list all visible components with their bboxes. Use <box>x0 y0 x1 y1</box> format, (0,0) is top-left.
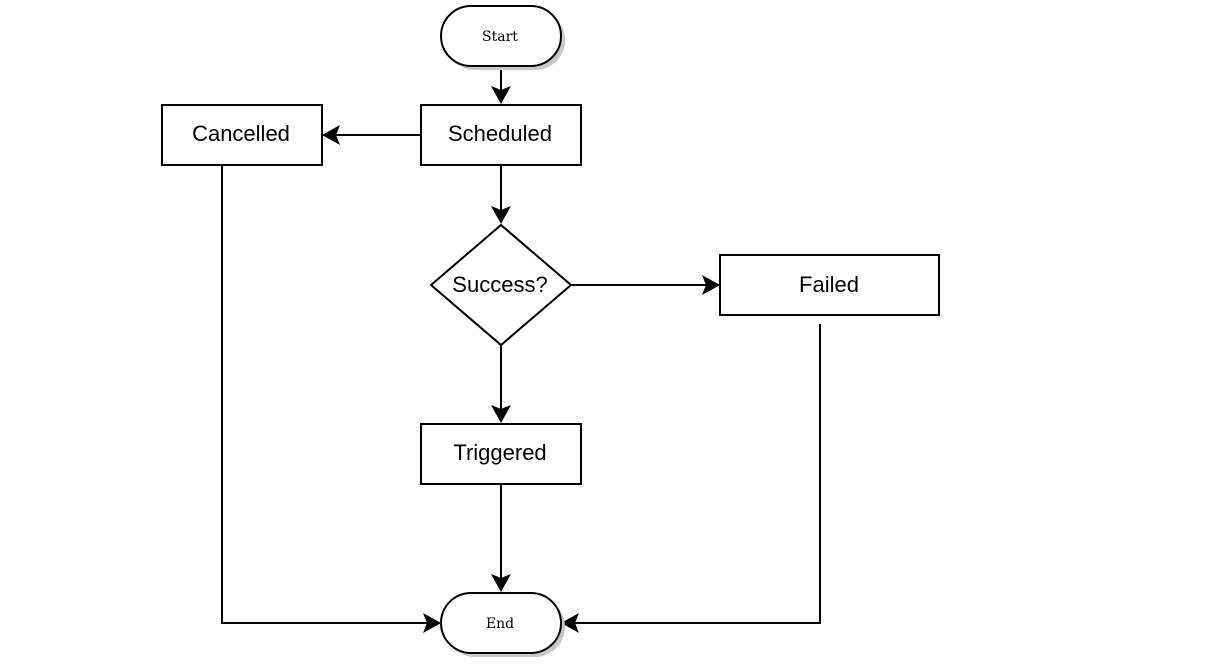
node-start[interactable]: Start <box>440 5 565 70</box>
edge-scheduled-to-cancelled <box>322 125 421 145</box>
node-triggered-label: Triggered <box>453 440 546 465</box>
node-end-label: End <box>486 616 514 632</box>
edge-success-to-triggered <box>491 345 511 423</box>
node-failed-label: Failed <box>799 272 859 297</box>
node-success-decision[interactable]: Success? <box>429 223 573 347</box>
edge-start-to-scheduled <box>491 66 511 104</box>
node-success-label: Success? <box>452 272 547 297</box>
edge-triggered-to-end <box>491 484 511 592</box>
edge-failed-to-end <box>561 324 821 633</box>
node-scheduled[interactable]: Scheduled <box>420 104 582 166</box>
node-cancelled[interactable]: Cancelled <box>161 104 323 166</box>
node-failed[interactable]: Failed <box>719 254 940 316</box>
edges <box>221 66 821 633</box>
node-scheduled-label: Scheduled <box>448 121 552 146</box>
edge-success-to-failed <box>571 275 720 295</box>
edge-scheduled-to-success <box>491 165 511 224</box>
node-end[interactable]: End <box>440 592 565 657</box>
edge-cancelled-to-end <box>221 165 441 633</box>
node-triggered[interactable]: Triggered <box>420 423 582 485</box>
node-cancelled-label: Cancelled <box>192 121 290 146</box>
node-start-label: Start <box>482 29 518 45</box>
